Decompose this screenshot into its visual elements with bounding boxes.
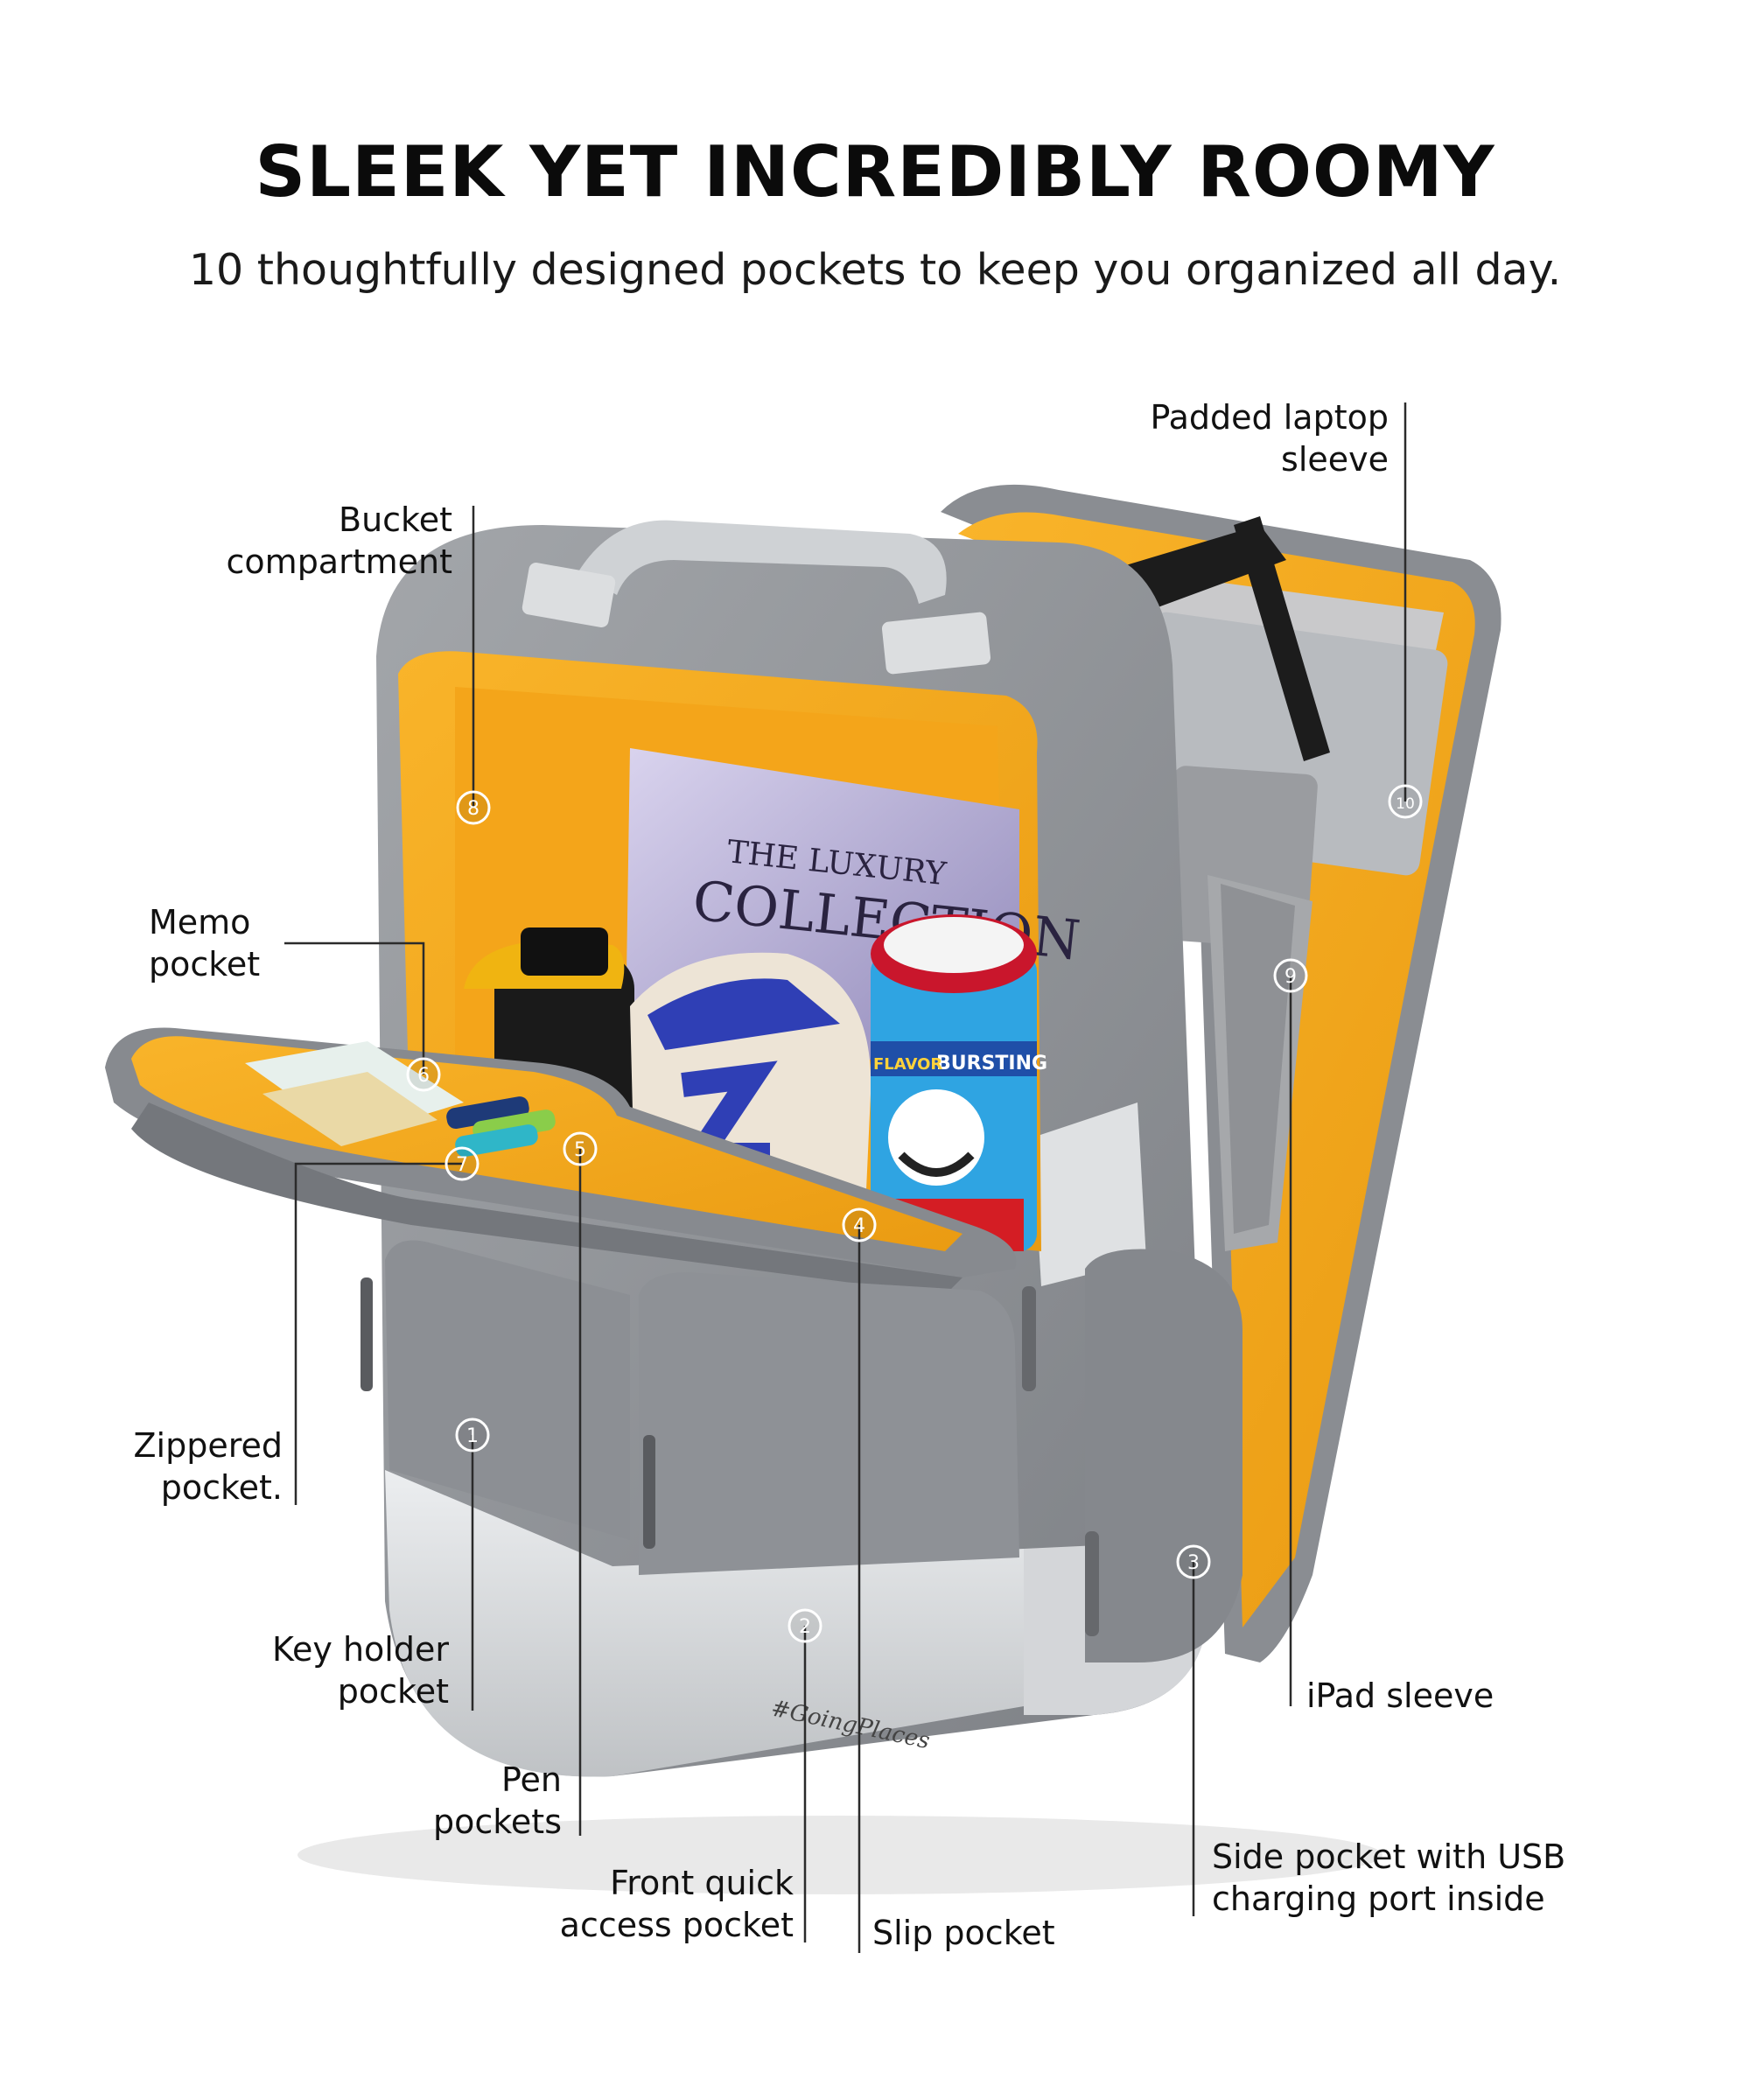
marker-number-7: 7 xyxy=(456,1154,468,1176)
can-text-2: FLAVOR xyxy=(873,1055,942,1074)
marker-circle-1 xyxy=(455,1418,490,1452)
marker-number-3: 3 xyxy=(1187,1552,1200,1574)
leader-line-6 xyxy=(284,942,425,1074)
page-subtitle: 10 thoughtfully designed pockets to keep… xyxy=(188,245,1562,295)
marker-circle-7 xyxy=(444,1146,480,1181)
marker-number-2: 2 xyxy=(799,1616,811,1638)
callout-label-7: Zippered pocket. xyxy=(133,1426,284,1507)
floor-shadow xyxy=(298,1816,1382,1894)
marker-circle-2 xyxy=(788,1608,822,1643)
callout-label-8: Bucket compartment xyxy=(226,500,452,581)
marker-number-5: 5 xyxy=(574,1139,586,1161)
callout-label-5: Pen pockets xyxy=(433,1760,562,1841)
callout-label-10: Padded laptop sleeve xyxy=(1150,398,1389,479)
marker-circle-4 xyxy=(842,1208,877,1242)
callout-label-9: iPad sleeve xyxy=(1306,1676,1494,1715)
marker-circle-6 xyxy=(406,1057,441,1092)
callout-label-3: Side pocket with USB charging port insid… xyxy=(1212,1838,1566,1918)
front-flap xyxy=(105,1027,1017,1295)
callout-layer: 1 2 3 4 5 6 7 8 9 10 xyxy=(284,402,1423,1953)
marker-number-1: 1 xyxy=(466,1425,479,1447)
page-title: SLEEK YET INCREDIBLY ROOMY xyxy=(255,131,1495,213)
callout-label-6: Memo pocket xyxy=(149,903,261,984)
marker-circle-3 xyxy=(1176,1544,1211,1579)
marker-number-4: 4 xyxy=(853,1215,865,1237)
marker-number-6: 6 xyxy=(417,1065,430,1087)
callout-label-4: Slip pocket xyxy=(872,1914,1055,1952)
marker-number-10: 10 xyxy=(1396,795,1415,813)
marker-number-9: 9 xyxy=(1284,966,1297,988)
memo-pad xyxy=(245,1041,464,1146)
marker-circle-10 xyxy=(1388,784,1423,819)
callout-label-1: Key holder pocket xyxy=(272,1630,449,1711)
marker-circle-9 xyxy=(1273,958,1308,993)
front-pockets: #GoingPlaces xyxy=(360,1240,1242,1754)
top-handle xyxy=(578,520,947,604)
marker-circle-8 xyxy=(456,790,491,825)
can-text: BURSTING xyxy=(936,1053,1047,1074)
marker-number-8: 8 xyxy=(467,798,480,820)
leader-line-7 xyxy=(294,1162,462,1505)
marker-circle-5 xyxy=(563,1131,598,1166)
pens xyxy=(446,1096,556,1158)
callout-label-2: Front quick access pocket xyxy=(559,1864,794,1944)
